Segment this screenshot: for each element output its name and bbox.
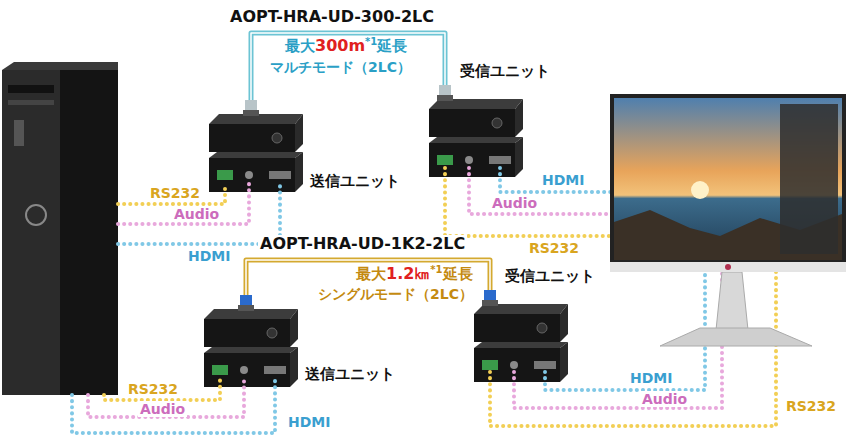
receiver-unit: [474, 304, 568, 382]
cable-spec: 最大1.2㎞*1延長: [356, 264, 473, 283]
signal-label: Audio: [640, 391, 689, 407]
signal-label: Audio: [138, 401, 187, 417]
monitor-logo: [725, 264, 731, 270]
audio-wire: [88, 378, 244, 417]
fiber-cable-inner: [251, 33, 445, 100]
unit-label: 送信ユニット: [309, 173, 401, 190]
monitor-screen: [614, 98, 842, 260]
cable-spec-text: 最大: [356, 265, 386, 283]
hdmi-wire: [500, 168, 614, 192]
pc-tower: [2, 62, 118, 395]
transmitter-unit: [209, 114, 303, 192]
model-name: AOPT-HRA-UD-300-2LC: [228, 8, 436, 26]
cable-spec-text: 300m: [315, 36, 365, 55]
signal-label: HDMI: [628, 370, 674, 386]
audio-wire: [469, 168, 614, 214]
signal-label: RS232: [126, 381, 180, 397]
unit-label: 送信ユニット: [304, 366, 396, 383]
hdmi-wire: [72, 378, 275, 433]
fiber-plug: [437, 95, 453, 101]
monitor-bezel: [610, 262, 846, 272]
fiber-plug: [238, 305, 254, 311]
pc-usb: [14, 120, 24, 146]
cable-spec-text: マルチモード（2LC）: [270, 59, 411, 75]
cable-spec-text: 延長: [377, 37, 407, 55]
pc-logo: [26, 205, 46, 225]
signal-label: RS232: [148, 185, 202, 201]
transmitter-unit: [204, 309, 298, 387]
rs232-wire: [445, 168, 614, 236]
pc-front: [2, 70, 60, 395]
cable-spec-text: 延長: [443, 265, 473, 283]
pc-side: [60, 70, 118, 395]
unit-label: 受信ユニット: [459, 63, 551, 80]
screen-panel: [780, 104, 838, 254]
unit-box: 送信ユニット: [200, 295, 298, 387]
pc-slot: [8, 100, 54, 105]
model-name: AOPT-HRA-UD-1K2-2LC: [258, 235, 467, 253]
fiber-connectors: [238, 85, 498, 311]
pc-top: [2, 62, 118, 70]
cable-spec: シングルモード（2LC）: [318, 284, 473, 303]
cable-spec-text: *1: [365, 36, 377, 47]
signal-label: RS232: [784, 398, 838, 414]
pc-drive: [8, 85, 54, 93]
fiber-cable: [251, 33, 445, 100]
signal-label: HDMI: [286, 414, 332, 430]
cable-spec-text: 最大: [285, 37, 315, 55]
receiver-unit: [429, 99, 523, 177]
monitor-neck: [716, 272, 748, 330]
fiber-plug: [482, 300, 498, 306]
monitor-frame: [610, 94, 846, 272]
signal-label: Audio: [490, 195, 539, 211]
cable-spec: マルチモード（2LC）: [270, 57, 411, 76]
signal-label: Audio: [172, 206, 221, 222]
signal-label: HDMI: [540, 172, 586, 188]
fiber-cable-outer: [251, 33, 445, 100]
cable-spec: 最大300m*1延長: [285, 36, 407, 55]
signal-label: HDMI: [186, 248, 232, 264]
audio-wire: [118, 184, 249, 224]
monitor-base: [660, 328, 812, 346]
fiber-plug: [243, 110, 259, 116]
hdmi-wire: [118, 182, 280, 244]
cable-spec-text: シングルモード（2LC）: [318, 286, 473, 302]
cable-spec-text: 1.2㎞: [386, 264, 430, 283]
cable-spec-text: *1: [430, 264, 442, 275]
hdmi-wire: [545, 268, 705, 390]
rs232-wire: [118, 184, 225, 204]
unit-box: 受信ユニット: [425, 85, 523, 177]
screen-sun: [691, 181, 709, 199]
unit-box: 送信ユニット: [205, 100, 303, 192]
unit-box: 受信ユニット: [470, 290, 568, 382]
monitor: [610, 94, 846, 346]
rs232-wire: [104, 378, 220, 400]
signal-label: RS232: [527, 240, 581, 256]
unit-label: 受信ユニット: [504, 268, 596, 285]
rs232-wire: [490, 268, 776, 426]
